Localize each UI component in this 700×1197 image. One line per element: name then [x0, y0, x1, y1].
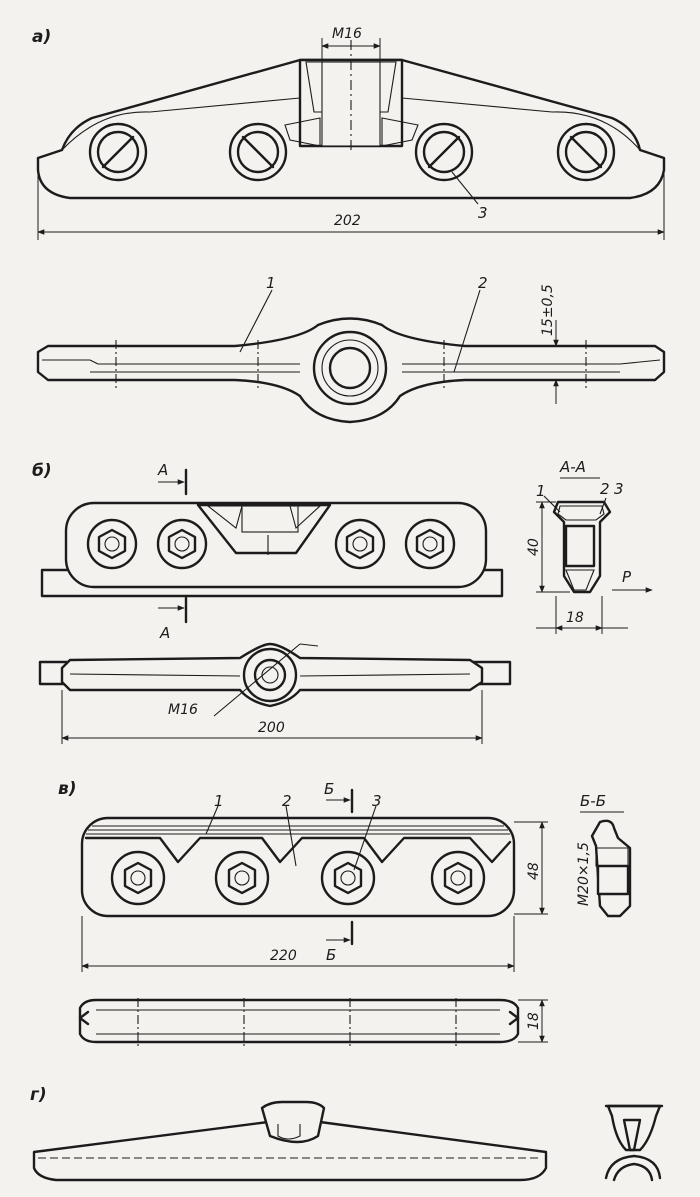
view-v: в) 1 2 3 Б Б 48 — [58, 779, 632, 1046]
view-v-section-title: Б-Б — [580, 792, 606, 810]
view-b-width-label: 18 — [566, 610, 584, 626]
view-b-section-mark-bottom: А — [159, 624, 170, 642]
view-v-callout-1: 1 — [214, 792, 224, 810]
view-v-section-profile — [590, 819, 632, 918]
view-b-force-label: Р — [622, 568, 632, 586]
view-v-side-outline — [78, 998, 520, 1044]
view-b-height-label: 40 — [526, 538, 542, 556]
view-v-height-label: 48 — [526, 862, 542, 880]
view-b-callout-2: 2 — [600, 480, 610, 498]
view-a-length-label: 202 — [334, 213, 361, 229]
view-a-callout-1: 1 — [266, 274, 276, 292]
view-g-hub — [260, 1100, 326, 1144]
view-b-thread-label: М16 — [168, 702, 198, 718]
view-b-nuts — [86, 518, 456, 570]
view-b-length-label: 200 — [258, 720, 285, 736]
view-b-section-mark-top: А — [157, 461, 168, 479]
view-b-section-title: А-А — [559, 458, 586, 476]
view-v-nuts — [110, 850, 486, 906]
view-v-section-mark-top: Б — [324, 780, 334, 798]
view-a-side-outline — [36, 317, 666, 424]
view-a: а) М16 3 202 — [32, 26, 666, 424]
view-v-section-mark-bottom: Б — [326, 946, 336, 964]
view-a-callout-3: 3 — [478, 204, 488, 222]
view-v-thread-label: М20×1,5 — [576, 842, 592, 906]
view-g-label: г) — [30, 1085, 47, 1105]
view-g: г) — [30, 1085, 664, 1182]
view-v-thickness-label: 18 — [526, 1012, 542, 1030]
view-g-blade-outline — [32, 1120, 548, 1182]
view-v-plate — [80, 816, 516, 918]
view-a-height-label: 15±0,5 — [540, 284, 556, 336]
view-v-hatch-band — [86, 825, 510, 835]
view-v-length-label: 220 — [270, 948, 297, 964]
view-v-label: в) — [58, 779, 77, 799]
view-a-callout-2: 2 — [478, 274, 488, 292]
view-b: б) А А А-А 1 2 3 — [32, 458, 653, 744]
view-v-callout-3: 3 — [372, 792, 382, 810]
view-a-thread-label: М16 — [332, 26, 362, 42]
view-b-callout-3: 3 — [614, 480, 624, 498]
view-b-label: б) — [32, 461, 52, 481]
view-a-screws — [88, 122, 616, 182]
view-v-callout-2: 2 — [282, 792, 292, 810]
view-b-section-profile — [552, 500, 612, 594]
view-b-callout-1: 1 — [536, 482, 546, 500]
view-g-end-section — [604, 1104, 664, 1182]
view-a-label: а) — [32, 27, 51, 47]
